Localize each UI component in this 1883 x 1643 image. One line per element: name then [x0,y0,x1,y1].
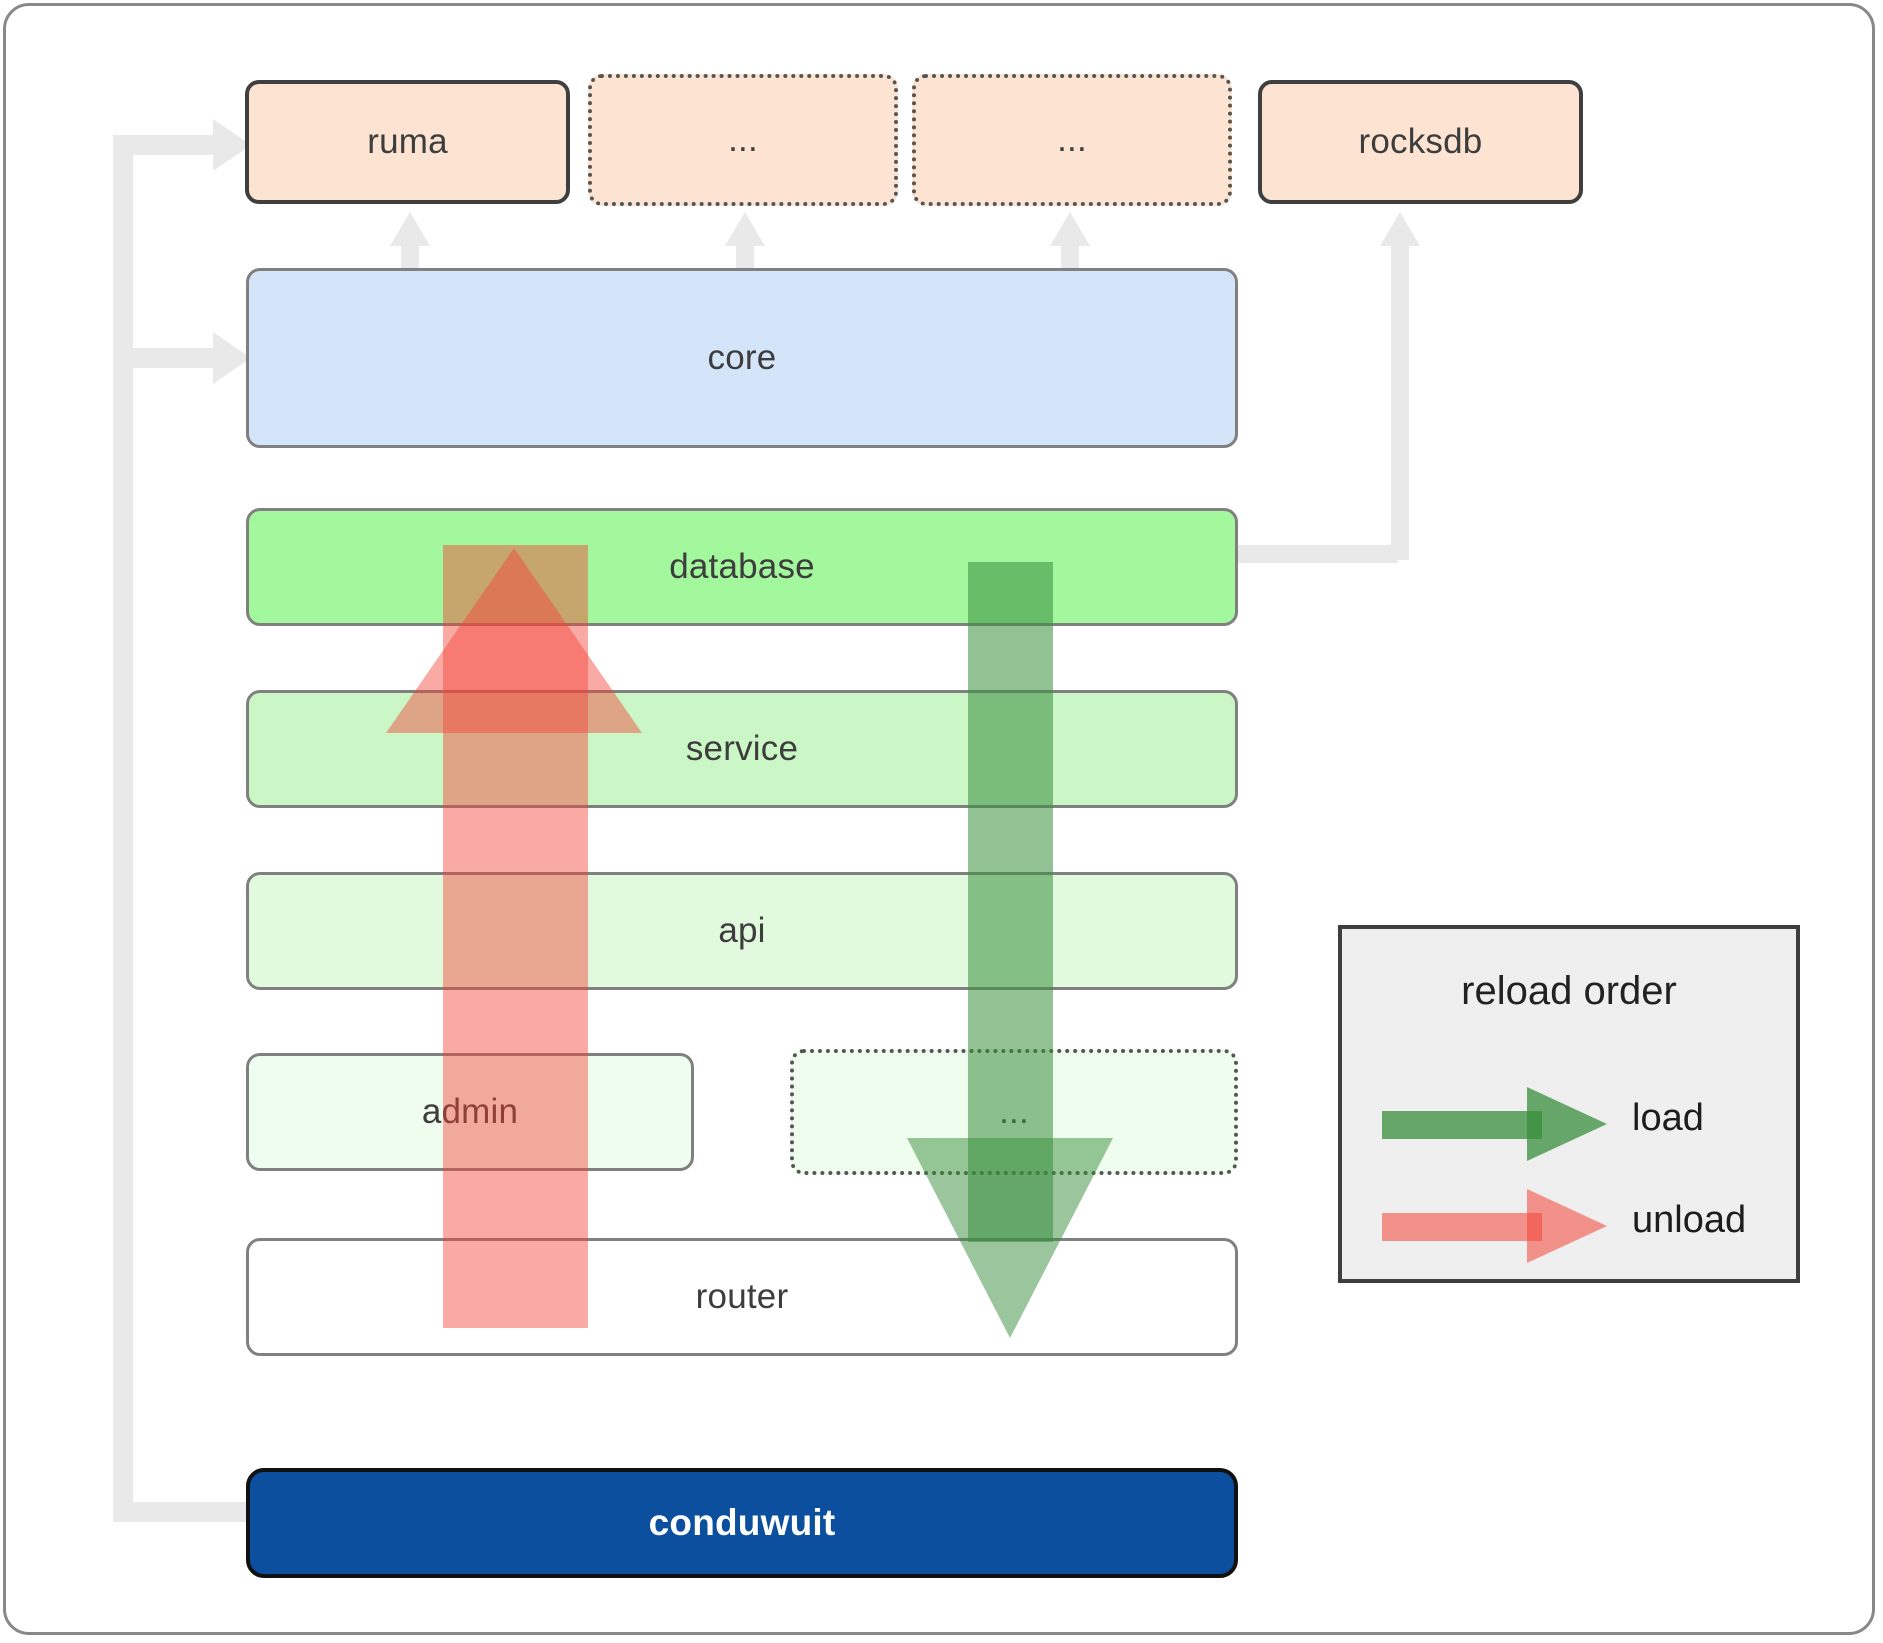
arrow-shaft [1382,1213,1542,1241]
arrow-shaft [1391,244,1409,560]
connector-core-to-ruma [390,212,430,270]
connector-bus-leg-bottom [113,1502,263,1522]
connector-arrowhead-to-ruma [213,119,251,171]
arrowhead-icon [1050,212,1090,246]
arrow-shaft [736,244,754,270]
unload-flow-arrow-shaft [443,545,588,1328]
arrow-shaft [1382,1111,1542,1139]
arrowhead-icon [1380,212,1420,246]
legend-panel: reload order load unload [1338,925,1800,1283]
arrowhead-icon [390,212,430,246]
unload-flow-arrowhead-icon [386,548,642,733]
dependency-box-ruma[interactable]: ruma [245,80,570,204]
crate-box-database[interactable]: database [246,508,1238,626]
legend-label-unload: unload [1632,1199,1747,1241]
dependency-box-placeholder-1[interactable]: ... [588,74,898,206]
connector-bus-leg-top [113,135,221,155]
crate-label: admin [421,1092,519,1131]
load-flow-arrow-shaft [968,562,1053,1242]
connector-database-to-rocksdb-leg [1238,545,1398,563]
crate-label: database [669,547,815,586]
crate-label: api [718,911,766,950]
crate-box-core[interactable]: core [246,268,1238,448]
connector-core-to-dep-3 [1050,212,1090,270]
crate-label: conduwuit [648,1502,836,1543]
connector-core-to-dep-2 [725,212,765,270]
connector-bus-leg-middle [113,348,221,368]
arrowhead-icon [1527,1189,1607,1263]
dependency-label: ruma [367,122,448,161]
legend-unload-arrow-icon [1382,1189,1607,1263]
connector-database-to-rocksdb [1380,212,1420,560]
arrowhead-icon [1527,1087,1607,1161]
connector-bus-vertical [113,135,133,1520]
dependency-box-rocksdb[interactable]: rocksdb [1258,80,1583,204]
connector-arrowhead-to-core [213,332,251,384]
arrowhead-icon [725,212,765,246]
crate-label: core [707,338,777,377]
crate-box-conduwuit[interactable]: conduwuit [246,1468,1238,1578]
crate-label: router [695,1277,789,1316]
legend-title: reload order [1461,969,1677,1013]
dependency-label: rocksdb [1358,122,1483,161]
arrow-shaft [401,244,419,270]
crate-box-admin[interactable]: admin [246,1053,694,1171]
load-flow-arrowhead-icon [907,1138,1113,1338]
legend-item-unload: unload [1342,1181,1796,1271]
crate-box-service[interactable]: service [246,690,1238,808]
legend-load-arrow-icon [1382,1087,1607,1161]
dependency-label: ... [1057,120,1087,159]
dependency-label: ... [728,120,758,159]
arrow-shaft [1061,244,1079,270]
legend-label-load: load [1632,1097,1704,1139]
crate-label: service [685,729,799,768]
crate-box-api[interactable]: api [246,872,1238,990]
legend-item-load: load [1342,1079,1796,1169]
diagram-frame [3,3,1875,1635]
dependency-box-placeholder-2[interactable]: ... [912,74,1232,206]
